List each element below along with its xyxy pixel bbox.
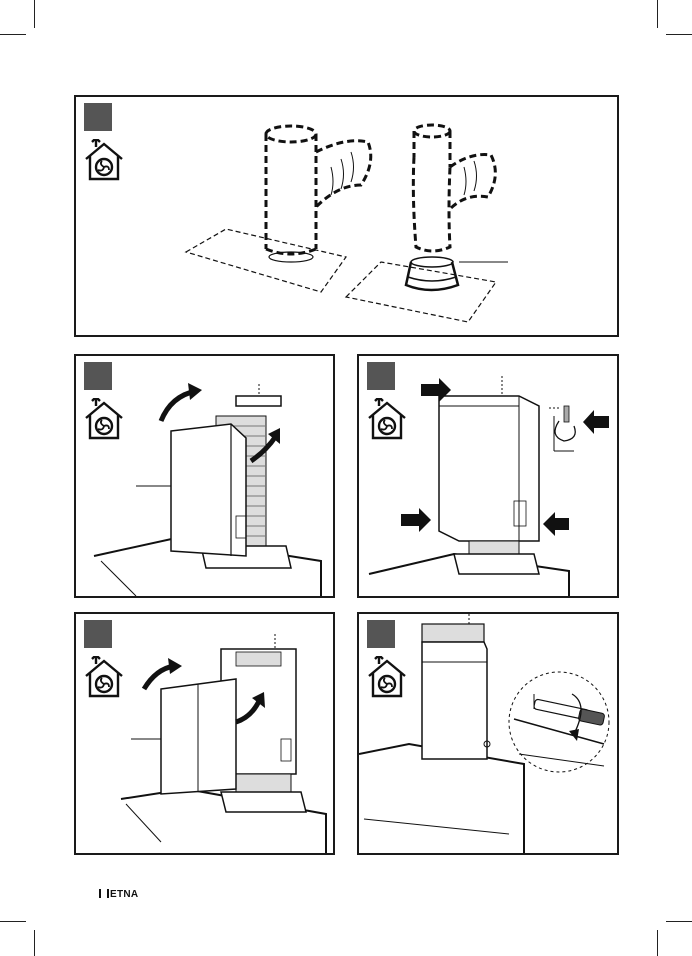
crop-mark — [666, 34, 692, 35]
step-panel-4 — [74, 612, 335, 855]
duct-connection-illustration — [76, 97, 619, 337]
brand-name: ETNA — [110, 889, 138, 900]
step-panel-5 — [357, 612, 619, 855]
crop-mark — [34, 0, 35, 28]
brand-logo: ETNA — [99, 889, 138, 900]
chimney-cover-illustration — [76, 356, 335, 598]
crop-mark — [657, 0, 658, 28]
screw-fixing-illustration — [359, 356, 619, 598]
step-panel-1 — [74, 95, 619, 337]
step-panel-3 — [357, 354, 619, 598]
crop-mark — [34, 930, 35, 956]
upper-cover-illustration — [76, 614, 335, 855]
crop-mark — [666, 921, 692, 922]
step-panel-2 — [74, 354, 335, 598]
crop-mark — [0, 921, 26, 922]
crop-mark — [657, 930, 658, 956]
crop-mark — [0, 34, 26, 35]
final-fixing-illustration — [359, 614, 619, 855]
